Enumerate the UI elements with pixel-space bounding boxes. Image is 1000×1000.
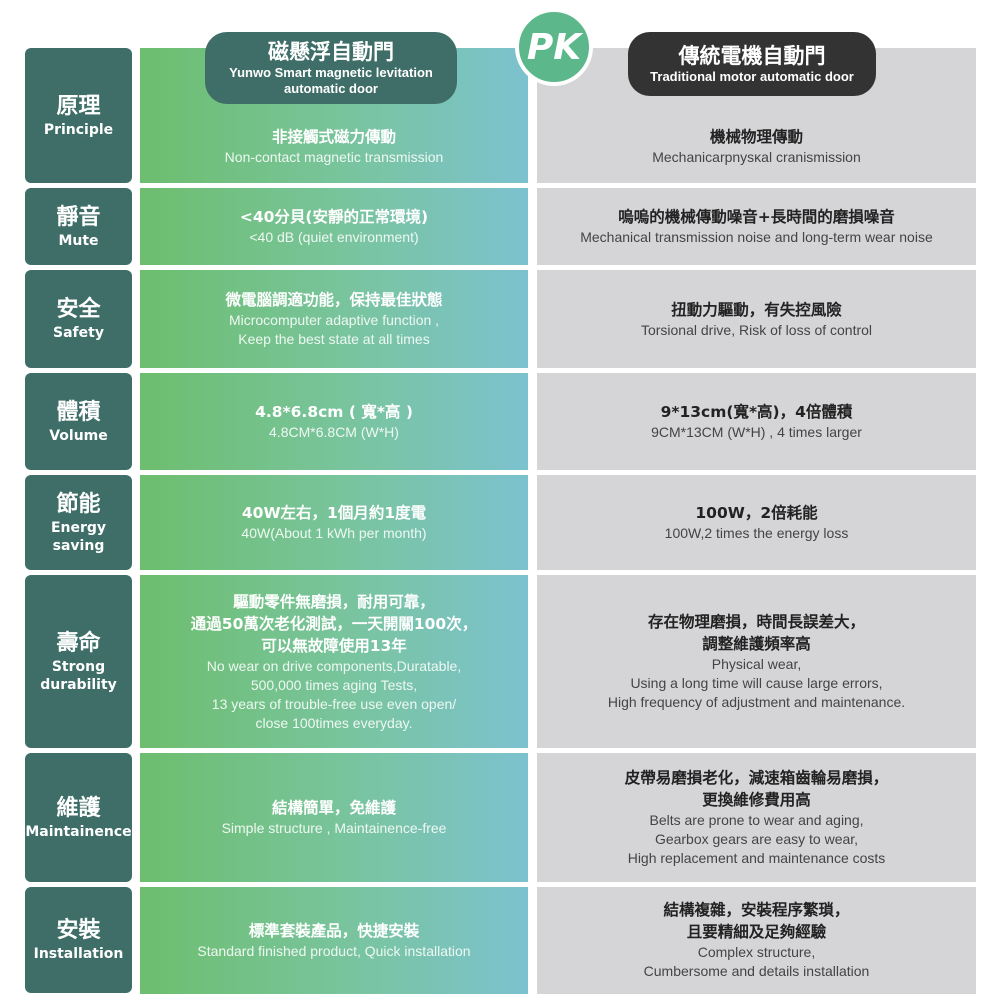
magnetic-door-column-bg: [140, 48, 528, 994]
row-label-zh: 壽命: [56, 630, 101, 656]
magnetic-door-header: 磁懸浮自動門 Yunwo Smart magnetic levitation a…: [205, 32, 457, 104]
magnetic-door-en: Microcomputer adaptive function , Keep t…: [228, 312, 440, 347]
magnetic-door-cell: <40分貝(安靜的正常環境) <40 dB (quiet environment…: [140, 188, 528, 265]
row-maintenance: 維護 Maintainence 結構簡單，免維護 Simple structur…: [25, 753, 976, 882]
magnetic-door-cell: 非接觸式磁力傳動 Non-contact magnetic transmissi…: [140, 110, 528, 183]
row-divider: [25, 368, 976, 373]
row-divider: [25, 882, 976, 887]
traditional-door-en: Mechanical transmission noise and long-t…: [580, 229, 933, 245]
traditional-door-en: Torsional drive, Risk of loss of control: [640, 321, 873, 338]
traditional-door-cell: 結構複雜，安裝程序繁瑣， 且要精細及足夠經驗 Complex structure…: [537, 887, 976, 993]
row-principle: 原理 Principle 非接觸式磁力傳動 Non-contact magnet…: [25, 48, 976, 183]
row-energy-saving: 節能 Energy saving 40W左右，1個月約1度電 40W(About…: [25, 475, 976, 570]
traditional-door-zh: 結構複雜，安裝程序繁瑣， 且要精細及足夠經驗: [663, 901, 850, 941]
traditional-door-en: Physical wear, Using a long time will ca…: [607, 656, 906, 710]
row-label-en: Mute: [58, 232, 99, 249]
magnetic-door-cell: 微電腦調適功能，保持最佳狀態 Microcomputer adaptive fu…: [140, 270, 528, 368]
row-mute: 靜音 Mute <40分貝(安靜的正常環境) <40 dB (quiet env…: [25, 188, 976, 265]
row-label: 壽命 Strong durability: [25, 575, 132, 748]
row-durability: 壽命 Strong durability 驅動零件無磨損，耐用可靠， 通過50萬…: [25, 575, 976, 748]
row-label-zh: 維護: [56, 795, 101, 821]
traditional-door-cell: 機械物理傳動 Mechanicarpnysĸal cranismission: [537, 110, 976, 183]
row-label: 維護 Maintainence: [25, 753, 132, 882]
magnetic-door-subtitle: Yunwo Smart magnetic levitation automati…: [229, 65, 433, 96]
row-divider: [25, 748, 976, 753]
traditional-door-cell: 存在物理磨損，時間長誤差大， 調整維護頻率高 Physical wear, Us…: [537, 575, 976, 748]
magnetic-door-cell: 標準套裝產品，快捷安裝 Standard finished product, Q…: [140, 887, 528, 993]
traditional-door-column-bg: [537, 48, 976, 994]
traditional-door-cell: 皮帶易磨損老化，減速箱齒輪易磨損， 更換維修費用高 Belts are pron…: [537, 753, 976, 882]
row-label-zh: 體積: [56, 399, 101, 425]
row-label: 安裝 Installation: [25, 887, 132, 993]
traditional-door-header: 傳統電機自動門 Traditional motor automatic door: [628, 32, 876, 96]
traditional-door-en: Mechanicarpnysĸal cranismission: [652, 149, 861, 165]
traditional-door-zh: 9*13cm(寬*高)，4倍體積: [660, 403, 853, 421]
row-label: 原理 Principle: [25, 48, 132, 183]
traditional-door-zh: 嗚嗚的機械傳動噪音+長時間的磨損噪音: [618, 208, 895, 226]
magnetic-door-zh: 4.8*6.8cm ( 寬*高 ): [255, 403, 413, 421]
row-label: 體積 Volume: [25, 373, 132, 470]
magnetic-door-cell: 結構簡單，免維護 Simple structure , Maintainence…: [140, 753, 528, 882]
traditional-door-cell: 嗚嗚的機械傳動噪音+長時間的磨損噪音 Mechanical transmissi…: [537, 188, 976, 265]
magnetic-door-en: <40 dB (quiet environment): [249, 229, 419, 245]
row-divider: [25, 470, 976, 475]
traditional-door-zh: 機械物理傳動: [709, 128, 803, 146]
row-label-en: Strong durability: [40, 658, 117, 693]
traditional-door-cell: 9*13cm(寬*高)，4倍體積 9CM*13CM (W*H) , 4 time…: [537, 373, 976, 470]
magnetic-door-zh: 結構簡單，免維護: [271, 799, 396, 817]
magnetic-door-en: 4.8CM*6.8CM (W*H): [269, 424, 399, 440]
row-label-en: Installation: [33, 946, 124, 962]
magnetic-door-cell: 驅動零件無磨損，耐用可靠， 通過50萬次老化測試，一天開關100次， 可以無故障…: [140, 575, 528, 748]
traditional-door-zh: 皮帶易磨損老化，減速箱齒輪易磨損， 更換維修費用高: [624, 769, 889, 809]
magnetic-door-en: Simple structure , Maintainence-free: [221, 820, 447, 836]
traditional-door-en: Belts are prone to wear and aging, Gearb…: [627, 812, 886, 866]
magnetic-door-en: Non-contact magnetic transmission: [224, 149, 444, 165]
magnetic-door-zh: <40分貝(安靜的正常環境): [239, 208, 429, 226]
traditional-door-en: 100W,2 times the energy loss: [664, 525, 849, 541]
magnetic-door-zh: 驅動零件無磨損，耐用可靠， 通過50萬次老化測試，一天開關100次， 可以無故障…: [190, 592, 478, 655]
row-label-en: Principle: [43, 121, 114, 138]
row-safety: 安全 Safety 微電腦調適功能，保持最佳狀態 Microcomputer a…: [25, 270, 976, 368]
row-label-en: Maintainence: [25, 823, 132, 840]
magnetic-door-zh: 標準套裝產品，快捷安裝: [248, 921, 420, 940]
row-label-zh: 節能: [56, 491, 101, 517]
magnetic-door-cell: 4.8*6.8cm ( 寬*高 ) 4.8CM*6.8CM (W*H): [140, 373, 528, 470]
magnetic-door-en: No wear on drive components,Duratable, 5…: [206, 657, 462, 731]
magnetic-door-cell: 40W左右，1個月約1度電 40W(About 1 kWh per month): [140, 475, 528, 570]
row-divider: [25, 183, 976, 188]
row-label-en: Safety: [53, 325, 104, 341]
traditional-door-title: 傳統電機自動門: [678, 44, 826, 68]
magnetic-door-zh: 非接觸式磁力傳動: [271, 128, 396, 146]
traditional-door-cell: 扭動力驅動，有失控風險 Torsional drive, Risk of los…: [537, 270, 976, 368]
row-label: 節能 Energy saving: [25, 475, 132, 570]
traditional-door-en: 9CM*13CM (W*H) , 4 times larger: [651, 424, 862, 440]
magnetic-door-zh: 40W左右，1個月約1度電: [241, 504, 427, 522]
row-volume: 體積 Volume 4.8*6.8cm ( 寬*高 ) 4.8CM*6.8CM …: [25, 373, 976, 470]
traditional-door-subtitle: Traditional motor automatic door: [650, 69, 854, 84]
row-label: 靜音 Mute: [25, 188, 132, 265]
row-label-en: Volume: [49, 427, 108, 444]
magnetic-door-title: 磁懸浮自動門: [268, 40, 394, 64]
traditional-door-zh: 100W，2倍耗能: [695, 504, 818, 522]
row-label-zh: 安全: [56, 297, 101, 322]
row-label-zh: 原理: [56, 93, 101, 119]
row-label-zh: 靜音: [56, 204, 101, 230]
traditional-door-zh: 存在物理磨損，時間長誤差大， 調整維護頻率高: [647, 613, 865, 653]
magnetic-door-en: Standard finished product, Quick install…: [197, 942, 471, 959]
traditional-door-zh: 扭動力驅動，有失控風險: [671, 300, 842, 319]
row-divider: [25, 265, 976, 270]
traditional-door-en: Complex structure, Cumbersome and detail…: [643, 944, 870, 979]
traditional-door-cell: 100W，2倍耗能 100W,2 times the energy loss: [537, 475, 976, 570]
row-divider: [25, 570, 976, 575]
row-label-en: Energy saving: [50, 519, 107, 554]
row-label-zh: 安裝: [56, 918, 101, 943]
row-label: 安全 Safety: [25, 270, 132, 368]
magnetic-door-zh: 微電腦調適功能，保持最佳狀態: [225, 291, 443, 309]
pk-badge: PK: [515, 8, 593, 86]
row-installation: 安裝 Installation 標準套裝產品，快捷安裝 Standard fin…: [25, 887, 976, 993]
magnetic-door-en: 40W(About 1 kWh per month): [241, 525, 427, 541]
